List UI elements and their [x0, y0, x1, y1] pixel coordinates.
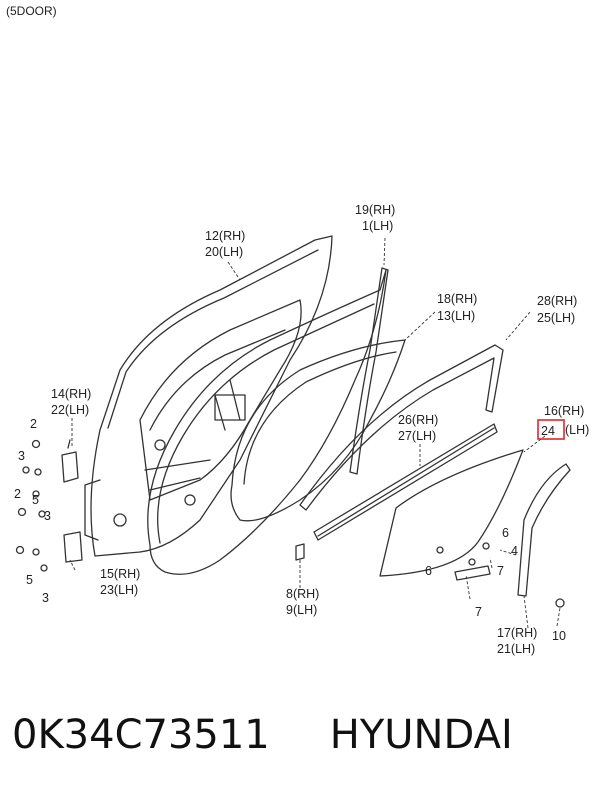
glass-run-channel [299, 344, 504, 511]
footer: 0K34C73511 HYUNDAI [12, 700, 592, 770]
callout-8: 8(RH) [286, 587, 319, 601]
num-5a: 5 [32, 493, 39, 507]
num-3a: 3 [18, 449, 25, 463]
callout-9: 9(LH) [286, 603, 317, 617]
num-3c: 3 [42, 591, 49, 605]
callout-20: 20(LH) [205, 245, 243, 259]
door-panel-outline [90, 235, 333, 557]
highlight-box [537, 419, 565, 440]
callout-17: 17(RH) [497, 626, 537, 640]
callout-22: 22(LH) [51, 403, 89, 417]
rear-door-parts-diagram: 12(RH) 20(LH) 19(RH) 1(LH) 18(RH) 13(LH)… [14, 203, 589, 656]
num-6a: 6 [502, 526, 509, 540]
num-2b: 2 [14, 487, 21, 501]
callout-23: 23(LH) [100, 583, 138, 597]
callout-25: 25(LH) [537, 311, 575, 325]
door-weatherstrip [147, 269, 387, 575]
callout-19: 19(RH) [355, 203, 395, 217]
rear-glass-channel [517, 463, 571, 597]
callout-18: 18(RH) [437, 292, 477, 306]
num-4: 4 [511, 544, 518, 558]
door-lock-striker [295, 543, 305, 561]
callout-12: 12(RH) [205, 229, 245, 243]
callout-27: 27(LH) [398, 429, 436, 443]
num-7a: 7 [497, 564, 504, 578]
regulator-bracket [454, 565, 491, 581]
num-10: 10 [552, 629, 566, 643]
callout-21: 21(LH) [497, 642, 535, 656]
callout-24-lh: (LH) [565, 423, 589, 437]
callout-16: 16(RH) [544, 404, 584, 418]
lower-hinge [63, 531, 83, 563]
num-7b: 7 [475, 605, 482, 619]
num-2a: 2 [30, 417, 37, 431]
num-5b: 5 [26, 573, 33, 587]
callout-15: 15(RH) [100, 567, 140, 581]
callout-1: 1(LH) [362, 219, 393, 233]
upper-hinge [61, 439, 79, 483]
door-opening-weatherstrip [230, 339, 406, 522]
callout-26: 26(RH) [398, 413, 438, 427]
num-6b: 6 [425, 564, 432, 578]
num-3b: 3 [44, 509, 51, 523]
callout-13: 13(LH) [437, 309, 475, 323]
callout-28: 28(RH) [537, 294, 577, 308]
belt-moulding [313, 423, 498, 541]
brand-name: HYUNDAI [329, 712, 513, 758]
callout-14: 14(RH) [51, 387, 91, 401]
door-type-label: (5DOOR) [6, 4, 57, 18]
callout-24: 24 [541, 424, 555, 438]
door-glass [379, 449, 524, 577]
part-number: 0K34C73511 [12, 712, 270, 758]
